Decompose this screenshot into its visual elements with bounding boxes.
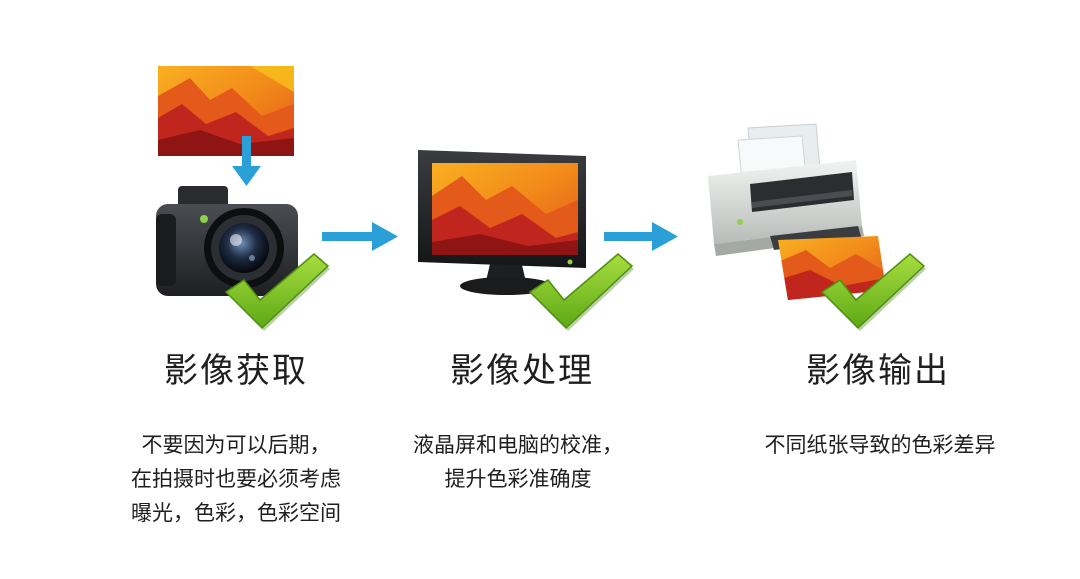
desc-line: 不同纸张导致的色彩差异 [764,433,996,457]
step-desc-process: 液晶屏和电脑的校准， 提升色彩准确度 [358,428,678,496]
right-arrow-icon [604,222,678,251]
step-desc-output: 不同纸张导致的色彩差异 [720,428,1040,462]
checkmark-icon [224,253,330,331]
camera-icon [156,186,298,296]
monitor-icon [418,150,586,295]
checkmark-icon [528,253,634,331]
right-arrow-icon [322,222,398,251]
desc-line: 提升色彩准确度 [444,467,592,491]
step-title-output: 影像输出 [806,351,950,391]
checkmark-icon [820,253,926,331]
workflow-illustration [156,66,926,331]
step-title-process: 影像处理 [450,351,594,391]
printer-icon [708,123,886,300]
desc-line: 不要因为可以后期， [141,433,331,457]
desc-line: 在拍摄时也要必须考虑 [131,467,341,491]
landscape-photo-icon [158,66,294,156]
desc-line: 曝光，色彩，色彩空间 [131,501,341,525]
step-desc-capture: 不要因为可以后期， 在拍摄时也要必须考虑 曝光，色彩，色彩空间 [76,428,396,530]
down-arrow-icon [232,136,261,186]
desc-line: 液晶屏和电脑的校准， [413,433,623,457]
step-title-capture: 影像获取 [164,351,308,391]
